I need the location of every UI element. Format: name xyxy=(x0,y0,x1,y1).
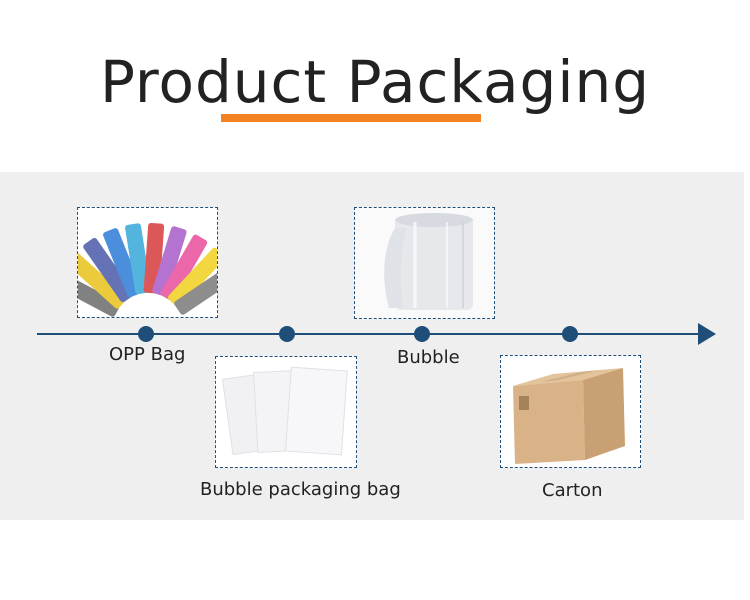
bubble-wrap-roll-image xyxy=(354,207,495,319)
timeline-axis xyxy=(37,333,702,335)
timeline-node-opp-bag xyxy=(138,326,154,342)
opp-bag-image xyxy=(77,207,218,318)
timeline-node-carton xyxy=(562,326,578,342)
carton-box-image xyxy=(500,355,641,468)
page-title: Product Packaging xyxy=(99,48,651,116)
bubble-mailer-image xyxy=(215,356,357,468)
label-bubble: Bubble xyxy=(397,347,460,368)
label-bubble-packaging-bag: Bubble packaging bag xyxy=(200,479,401,500)
label-opp-bag: OPP Bag xyxy=(109,344,186,365)
timeline-node-bubble xyxy=(414,326,430,342)
timeline-arrow-icon xyxy=(698,323,716,345)
label-carton: Carton xyxy=(542,480,603,501)
title-underline xyxy=(221,114,481,122)
timeline-node-bubble-bag xyxy=(279,326,295,342)
